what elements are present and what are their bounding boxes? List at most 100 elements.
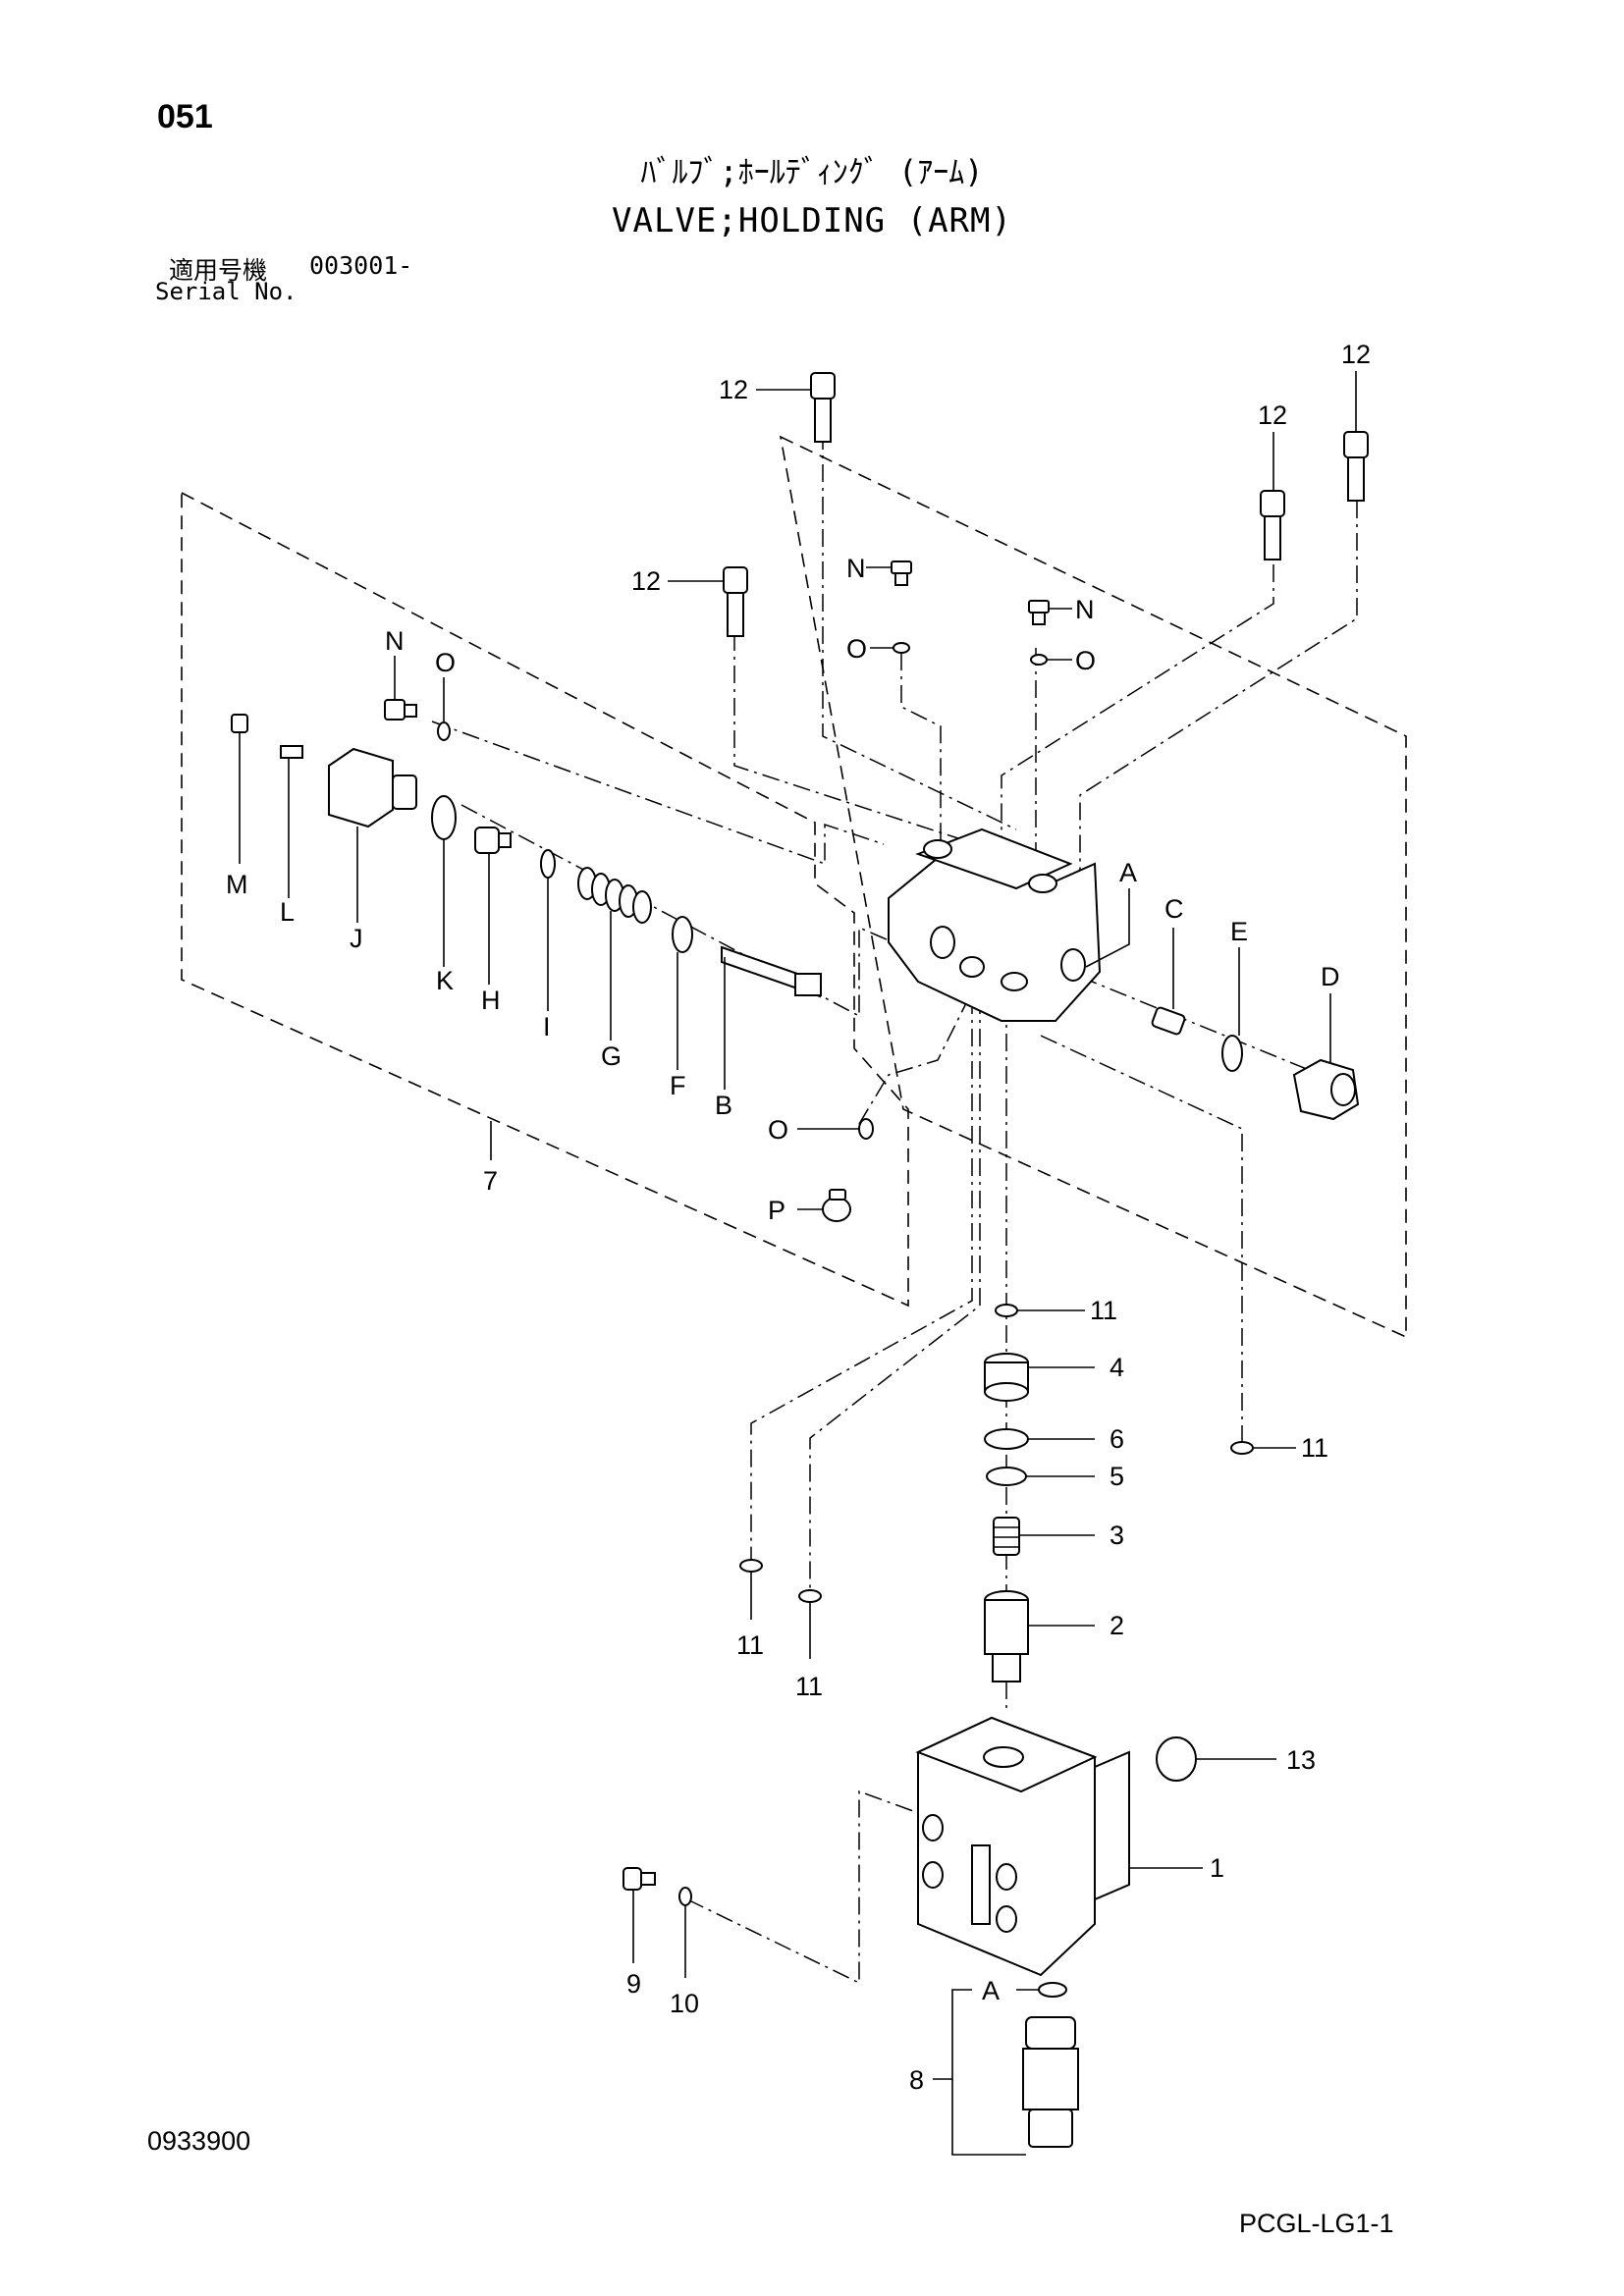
axis-bolt-mid bbox=[733, 633, 1007, 855]
callout-K: K bbox=[436, 966, 454, 995]
poppet-2 bbox=[984, 1590, 1029, 1682]
callout-O-c: O bbox=[435, 648, 456, 677]
callout-M: M bbox=[226, 870, 248, 899]
callout-2: 2 bbox=[1110, 1611, 1124, 1640]
callout-12-a: 12 bbox=[719, 375, 748, 404]
oring-11-right bbox=[1230, 1441, 1254, 1455]
callout-C: C bbox=[1164, 894, 1184, 924]
oring-E bbox=[1221, 1035, 1243, 1072]
ring-I bbox=[540, 849, 556, 879]
callout-10: 10 bbox=[670, 1989, 699, 2018]
oring-O-left bbox=[437, 721, 451, 741]
callout-D: D bbox=[1321, 962, 1340, 991]
callout-4: 4 bbox=[1110, 1353, 1124, 1382]
bolt-12-right1 bbox=[1260, 490, 1285, 561]
washer-F bbox=[672, 916, 693, 953]
assembly-boundary-left bbox=[181, 491, 909, 1308]
valve-housing-1 bbox=[915, 1716, 1130, 1977]
title-japanese: ﾊﾞﾙﾌﾞ;ﾎｰﾙﾃﾞｨﾝｸﾞ (ｱｰﾑ) bbox=[640, 153, 984, 190]
callout-N-b: N bbox=[1075, 595, 1095, 624]
plug-9 bbox=[623, 1867, 656, 1891]
page-number: 051 bbox=[157, 98, 213, 135]
callout-11-a: 11 bbox=[1090, 1296, 1117, 1325]
plug-H bbox=[474, 827, 512, 854]
bolt-12-top bbox=[810, 372, 836, 443]
callout-B: B bbox=[715, 1091, 732, 1120]
callout-11-b: 11 bbox=[1301, 1433, 1328, 1463]
relief-valve-8 bbox=[1022, 2016, 1079, 2148]
spool-B bbox=[721, 945, 822, 998]
leader-lines bbox=[239, 371, 1357, 2156]
callout-O-b: O bbox=[1075, 646, 1096, 675]
plug-C bbox=[1151, 1006, 1186, 1036]
axis-9-10 bbox=[686, 1789, 914, 1985]
callout-5: 5 bbox=[1110, 1462, 1124, 1491]
page-code: PCGL-LG1-1 bbox=[1239, 2209, 1394, 2238]
axis-bolt-right1 bbox=[1001, 564, 1274, 864]
oring-O-top-right bbox=[1030, 654, 1048, 666]
piston-4 bbox=[984, 1353, 1029, 1402]
oring-A-lower bbox=[1038, 1982, 1067, 1998]
oring-5 bbox=[986, 1467, 1027, 1486]
callout-12-b: 12 bbox=[631, 566, 661, 596]
callout-12-c: 12 bbox=[1258, 400, 1287, 430]
serial-label-japanese: 適用号機 bbox=[169, 256, 268, 285]
spring-G bbox=[577, 867, 652, 924]
callout-3: 3 bbox=[1110, 1521, 1124, 1550]
callout-6: 6 bbox=[1110, 1424, 1124, 1454]
oring-K bbox=[431, 795, 457, 840]
axis-bottom-11a bbox=[750, 996, 973, 1561]
oring-11-bottom-b bbox=[798, 1589, 822, 1603]
axis-plug-n1 bbox=[900, 653, 942, 854]
axis-spool bbox=[431, 721, 885, 866]
valve-body-upper bbox=[888, 828, 1102, 1022]
axis-bottom-11b bbox=[809, 996, 981, 1590]
axis-bolt-top bbox=[822, 432, 1017, 830]
callout-N-c: N bbox=[385, 626, 405, 656]
callout-L: L bbox=[280, 897, 295, 927]
callout-A-upper: A bbox=[1119, 858, 1137, 887]
callout-N-a: N bbox=[846, 554, 866, 583]
oring-13 bbox=[1156, 1736, 1197, 1782]
title-english: VALVE;HOLDING (ARM) bbox=[612, 201, 1012, 240]
callout-8: 8 bbox=[909, 2065, 924, 2095]
callout-J: J bbox=[350, 924, 363, 953]
axis-side bbox=[460, 804, 894, 1018]
bolt-12-left bbox=[723, 566, 748, 637]
oring-O-lower bbox=[858, 1118, 874, 1140]
oring-10 bbox=[678, 1887, 692, 1906]
axis-bolt-right2 bbox=[1079, 501, 1358, 913]
callout-11-d: 11 bbox=[795, 1672, 823, 1701]
oring-11-top bbox=[995, 1304, 1018, 1317]
callout-F: F bbox=[670, 1071, 686, 1100]
spring-3 bbox=[993, 1517, 1020, 1556]
callout-A-lower: A bbox=[982, 1976, 1000, 2005]
plug-N-top-left bbox=[891, 561, 912, 586]
document-code: 0933900 bbox=[147, 2126, 251, 2156]
callout-O-d: O bbox=[768, 1115, 788, 1145]
ring-6 bbox=[984, 1428, 1029, 1450]
bolt-12-right2 bbox=[1343, 431, 1369, 502]
plug-P bbox=[822, 1189, 851, 1222]
callout-H: H bbox=[481, 986, 501, 1015]
oring-11-bottom-a bbox=[739, 1559, 763, 1573]
axis-right-11 bbox=[1040, 1035, 1243, 1443]
callout-12-d: 12 bbox=[1341, 340, 1371, 369]
plug-N-top-right bbox=[1028, 600, 1050, 625]
oring-O-top-left bbox=[893, 642, 910, 654]
setscrew-L bbox=[280, 745, 303, 759]
callout-O-a: O bbox=[846, 634, 867, 664]
assembly-boundary-right bbox=[779, 435, 1407, 1339]
callout-P: P bbox=[768, 1196, 785, 1225]
serial-value: 003001- bbox=[309, 251, 413, 280]
callout-7: 7 bbox=[483, 1166, 498, 1196]
nut-J bbox=[328, 747, 417, 828]
callout-13: 13 bbox=[1286, 1745, 1316, 1775]
callout-9: 9 bbox=[626, 1969, 641, 1999]
axis-P bbox=[858, 990, 973, 1125]
callout-11-c: 11 bbox=[736, 1630, 764, 1660]
callout-I: I bbox=[543, 1012, 551, 1041]
axis-port-right bbox=[1079, 976, 1346, 1086]
cap-M bbox=[231, 714, 248, 733]
